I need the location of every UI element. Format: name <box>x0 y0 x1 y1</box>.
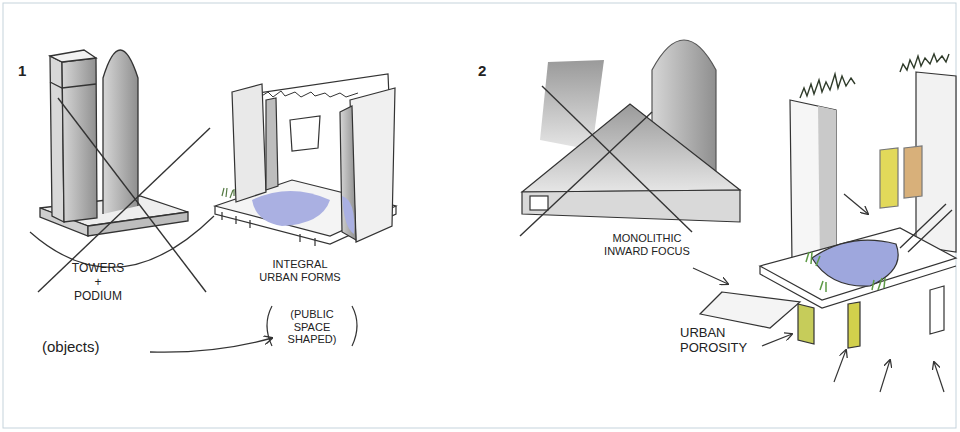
corner-tower <box>350 88 395 242</box>
deck-slab <box>760 228 956 300</box>
frame <box>3 3 956 428</box>
courtyard-pool <box>252 191 330 226</box>
inner-block <box>290 116 320 151</box>
sketch-annotation: (PUBLIC SPACE SHAPED) <box>272 308 352 346</box>
column <box>798 304 814 344</box>
roof-greenery <box>800 74 855 98</box>
grass-strokes <box>806 252 885 292</box>
flow-arrow <box>934 362 944 392</box>
tower-top <box>50 50 96 62</box>
flow-arrow <box>880 360 890 392</box>
flow-arrow <box>693 268 728 284</box>
panel-number: 1 <box>18 62 42 79</box>
wing-shadow <box>266 98 278 190</box>
stair-ramp <box>900 204 952 252</box>
monolithic-sketch <box>520 40 740 236</box>
podium-edge <box>88 212 188 236</box>
integral-form-sketch <box>215 74 396 246</box>
yellow-panel <box>880 148 898 208</box>
roof-greenery <box>900 54 949 72</box>
flow-arrow <box>834 350 846 382</box>
tall-wall <box>790 100 836 272</box>
transition-arrow <box>150 338 272 352</box>
door <box>530 196 548 210</box>
cross-line <box>520 112 652 236</box>
panel-number: 2 <box>478 62 502 79</box>
courtyard-pool <box>342 196 354 234</box>
column <box>848 302 860 348</box>
grass-strokes <box>222 188 234 198</box>
tower-face <box>62 58 97 222</box>
base-mass <box>522 190 740 222</box>
sketch-annotation: (objects) <box>42 338 142 355</box>
sketch-annotation: URBAN POROSITY <box>680 326 754 356</box>
tower-floor-line <box>50 82 96 88</box>
round-tower <box>103 50 138 214</box>
wing-block <box>232 84 266 202</box>
towers-podium-sketch <box>30 50 214 292</box>
flow-arrow <box>762 334 792 346</box>
paren-stroke <box>352 306 357 346</box>
tower-shadow <box>340 106 356 240</box>
sketch-annotation: TOWERS + PODIUM <box>70 262 126 303</box>
pyramid-mass <box>522 104 740 192</box>
tan-panel <box>904 146 922 198</box>
column <box>930 286 944 334</box>
arc-stroke <box>30 216 214 267</box>
paren-stroke <box>267 306 272 346</box>
sketch-annotation: MONOLITHIC INWARD FOCUS <box>598 232 696 257</box>
cross-line <box>542 86 692 232</box>
flow-arrow <box>844 194 868 214</box>
tilted-plane <box>700 292 800 328</box>
sketch-annotation: INTEGRAL URBAN FORMS <box>256 258 344 283</box>
